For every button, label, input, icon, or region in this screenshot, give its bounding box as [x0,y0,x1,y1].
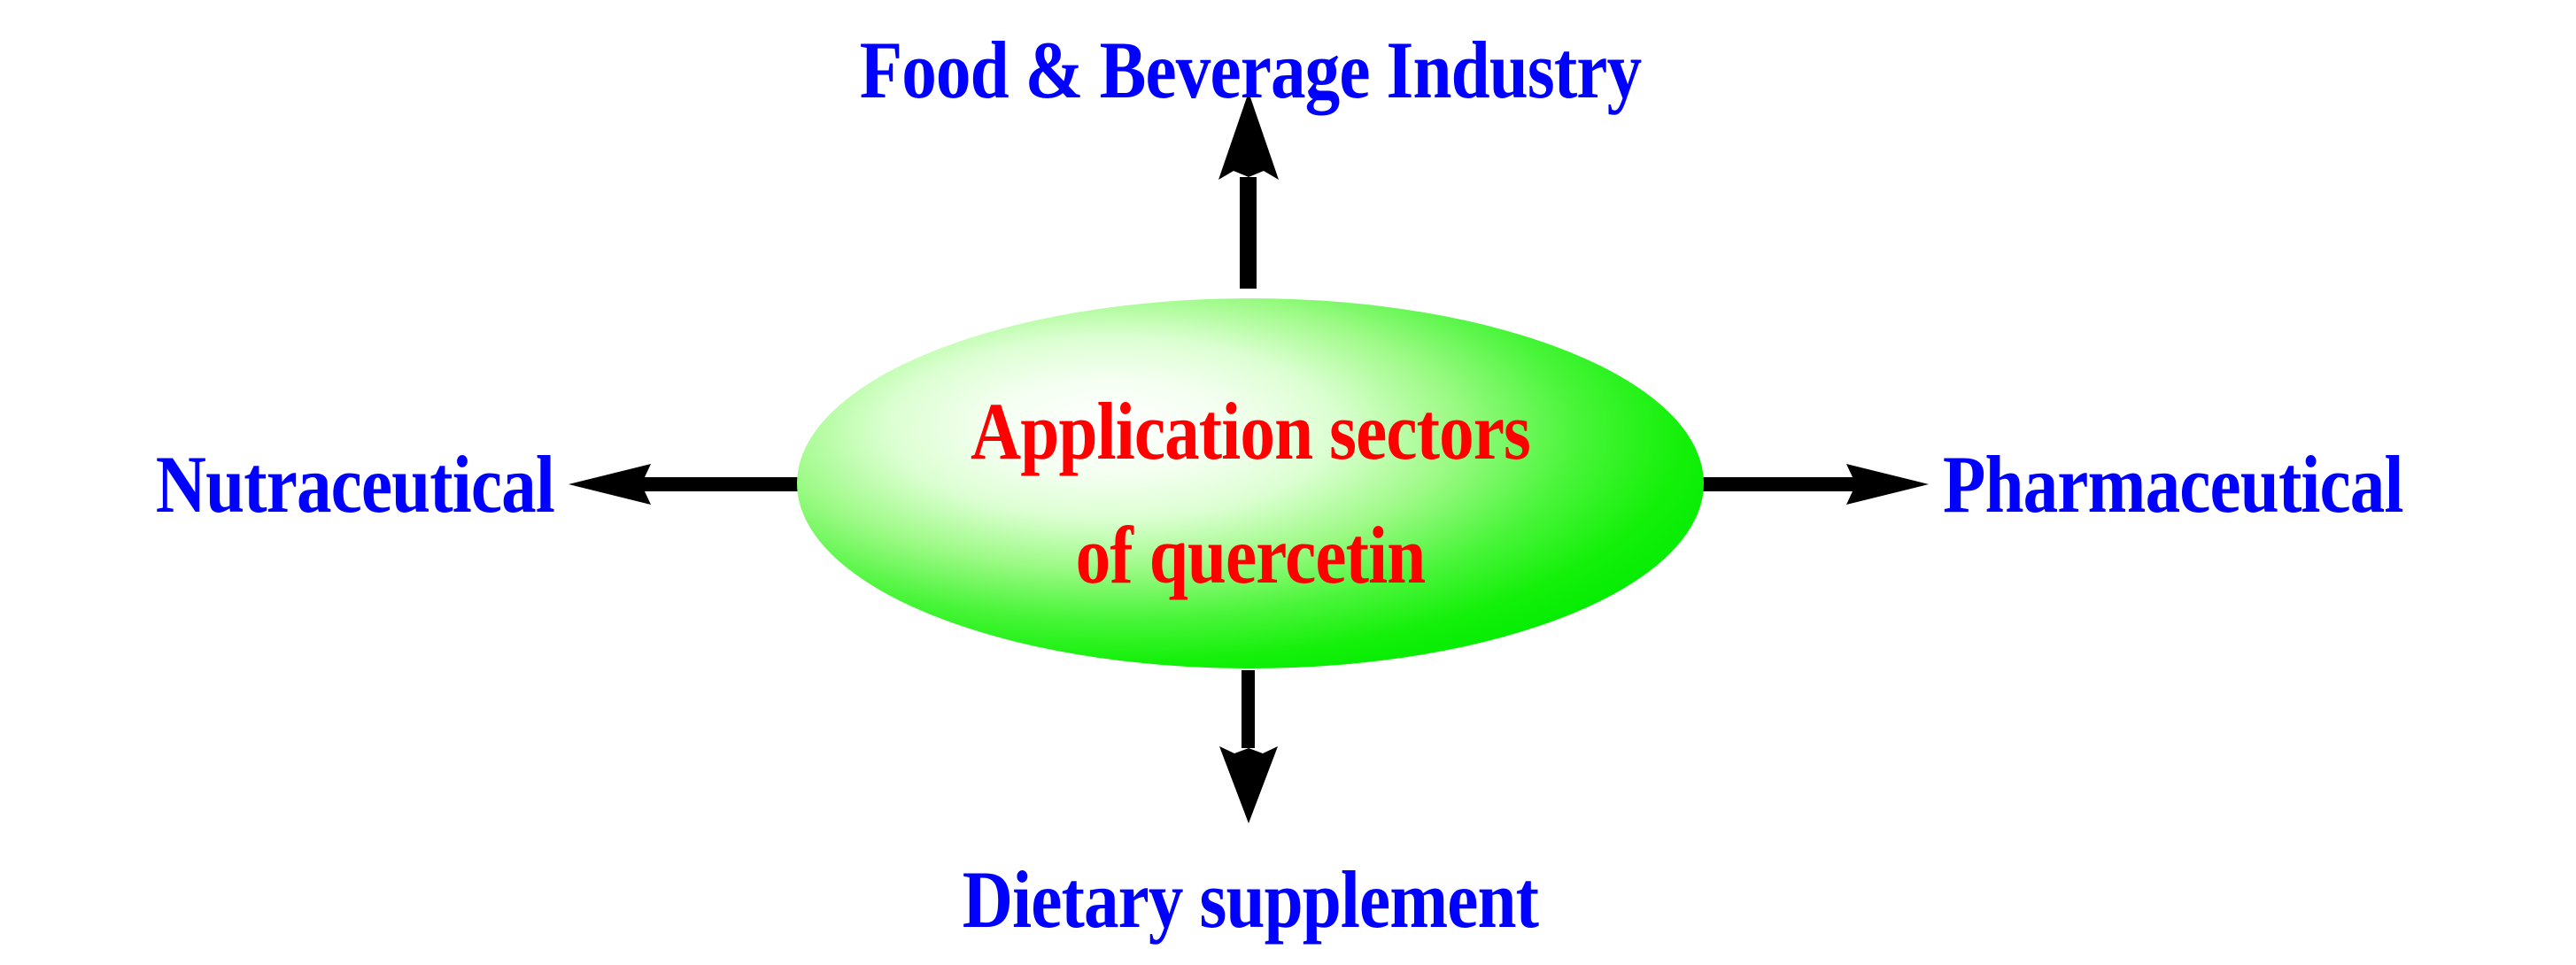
center-ellipse [797,298,1704,668]
arrow-right-shaft [1698,477,1861,491]
branch-label-top: Food & Beverage Industry [860,26,1642,116]
branch-label-right: Pharmaceutical [1943,440,2403,530]
arrow-up [1218,92,1279,289]
arrow-left [569,464,801,505]
arrow-left-head [569,464,651,505]
arrow-right-head [1846,464,1929,505]
arrow-left-shaft [636,477,801,491]
arrow-right [1698,464,1929,505]
arrow-up-head [1218,92,1279,180]
center-label-line1: Application sectors [971,387,1530,477]
arrow-up-shaft [1240,177,1257,289]
branch-label-left: Nutraceutical [156,440,554,530]
arrow-down-head [1219,746,1278,823]
branch-label-bottom: Dietary supplement [963,855,1540,946]
arrow-down-shaft [1242,670,1255,748]
center-label-line2: of quercetin [1076,511,1426,601]
arrow-down [1219,670,1278,823]
